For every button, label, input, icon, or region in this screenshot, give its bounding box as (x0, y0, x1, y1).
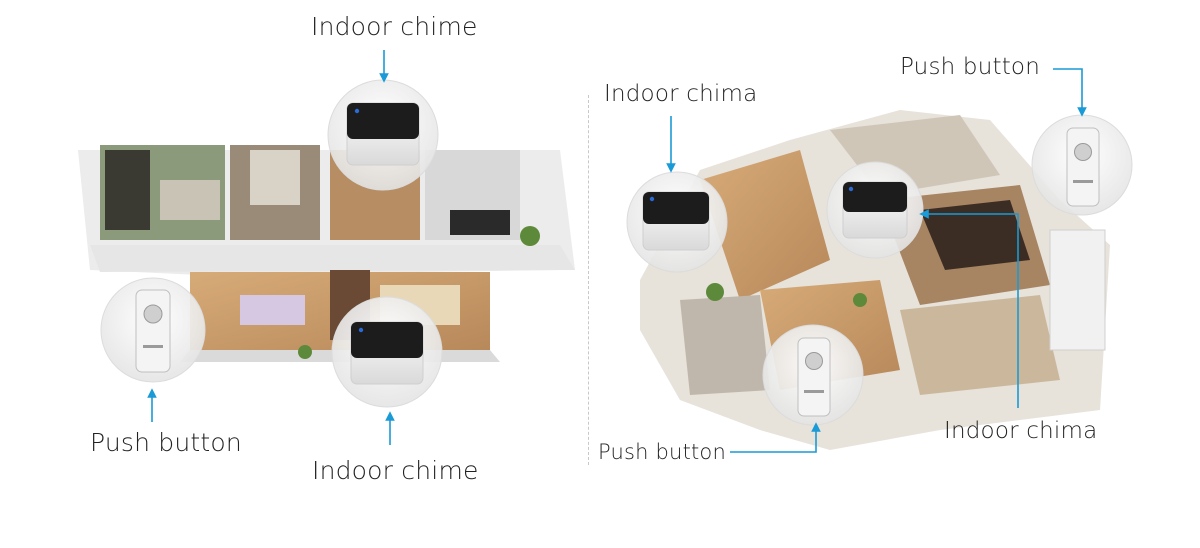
label-right-left-chima: Indoor chima (604, 81, 758, 107)
right-bottom-push-button-bubble (762, 324, 864, 426)
panel-divider (588, 95, 589, 465)
label-right-bottom-push-button: Push button (598, 440, 726, 464)
label-left-top-chime: Indoor chime (311, 12, 478, 41)
right-left-chime-bubble (626, 171, 728, 273)
label-left-push-button: Push button (90, 428, 242, 457)
arrow-right-top-push-button (1053, 68, 1087, 117)
label-right-top-push-button: Push button (900, 54, 1040, 80)
right-top-push-button-bubble (1031, 114, 1133, 216)
left-push-button-bubble (100, 277, 206, 383)
left-top-chime-bubble (327, 79, 439, 191)
label-right-bottom-chima: Indoor chima (944, 418, 1098, 444)
right-center-chime-bubble (826, 161, 924, 259)
label-left-bottom-chime: Indoor chime (312, 456, 479, 485)
connector-right-bottom-chima (919, 209, 1019, 408)
connector-right-bottom-push-button (730, 422, 821, 453)
left-bottom-chime-bubble (331, 296, 443, 408)
